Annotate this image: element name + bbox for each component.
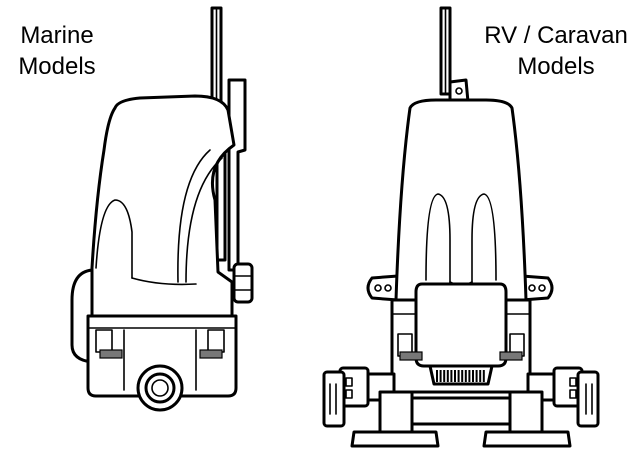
strainer-tooth <box>482 370 485 382</box>
strainer-tooth <box>472 370 474 382</box>
rv-pump-lobe-right <box>471 193 497 283</box>
marine-pump-clips <box>95 329 225 391</box>
strainer-tooth <box>450 370 453 382</box>
rv-pump-feet <box>350 390 572 448</box>
marine-pump-lobe-right <box>177 149 211 283</box>
strainer-tooth <box>443 370 446 382</box>
strainer-tooth <box>468 370 471 382</box>
strainer-tooth <box>436 370 438 382</box>
strainer-tooth <box>454 370 456 382</box>
marine-pump-lobe-left <box>95 199 133 279</box>
label-rv-line1: RV / Caravan <box>484 22 628 49</box>
rv-pump-wires <box>439 6 452 96</box>
rv-pump-lobe-left <box>425 193 451 283</box>
label-rv-line2: Models <box>517 53 595 80</box>
marine-pump-knob <box>232 262 254 304</box>
rv-pump-mounting-ears <box>366 274 554 302</box>
label-rv-caravan-models: RV / Caravan Models <box>470 20 642 82</box>
marine-pump-illustration <box>70 6 254 412</box>
marine-pump-bracket <box>227 78 247 272</box>
label-marine-models: Marine Models <box>4 20 110 82</box>
strainer-tooth <box>475 370 478 382</box>
strainer-tooth <box>457 370 460 382</box>
rv-pump-front-lid <box>414 282 508 368</box>
rv-pump-housing <box>394 98 528 302</box>
rv-pump-strainer-teeth <box>436 370 485 382</box>
rv-pump-clips <box>397 333 525 361</box>
strainer-tooth <box>479 370 482 382</box>
label-marine-line2: Models <box>18 53 96 80</box>
strainer-tooth <box>461 370 464 382</box>
rv-pump-strainer <box>428 364 494 386</box>
marine-pump-housing <box>90 94 236 318</box>
label-marine-line1: Marine <box>20 22 94 49</box>
strainer-tooth <box>464 370 467 382</box>
strainer-tooth <box>446 370 449 382</box>
strainer-tooth <box>439 370 442 382</box>
marine-pump-base <box>86 314 238 398</box>
marine-pump-outlet-port <box>136 364 184 412</box>
rv-pump-illustration <box>322 6 600 448</box>
rv-pump-left-fitting <box>322 366 396 428</box>
rv-pump-right-fitting <box>526 366 600 428</box>
